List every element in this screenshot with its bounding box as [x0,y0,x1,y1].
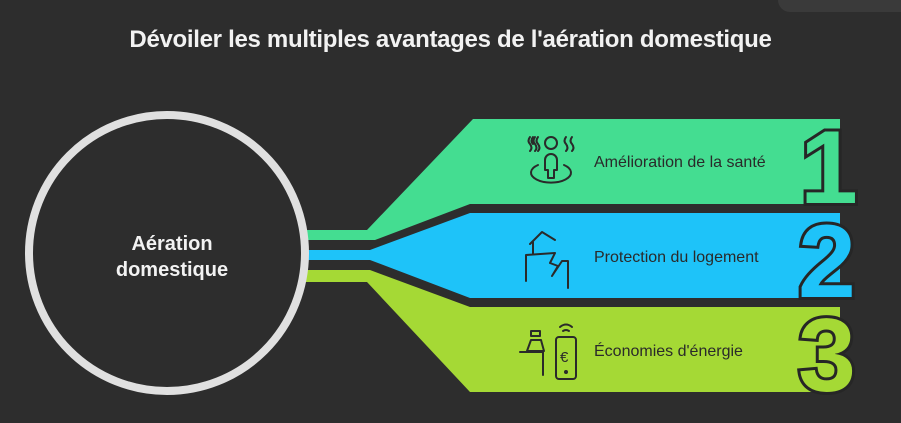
svg-text:€: € [560,349,569,366]
center-circle [25,111,309,395]
number-2: 2 [798,204,856,320]
band-1 [305,119,840,240]
item-label-3: Économies d'énergie [594,341,743,360]
number-3: 3 [798,298,856,414]
house-damage-icon [525,231,569,289]
item-label-1: Amélioration de la santé [594,154,766,171]
center-label-line1: Aération [131,233,212,255]
page-title: Dévoiler les multiples avantages de l'aé… [129,26,772,53]
toolbar[interactable] [778,0,901,12]
center-label-line2: domestique [116,259,228,281]
number-1: 1 [800,110,858,226]
smartphone-euro-savings-icon: € [519,323,577,380]
item-label-2: Protection du logement [594,249,759,266]
band-2 [305,213,840,298]
band-3 [305,270,840,392]
person-health-icon [527,136,575,184]
